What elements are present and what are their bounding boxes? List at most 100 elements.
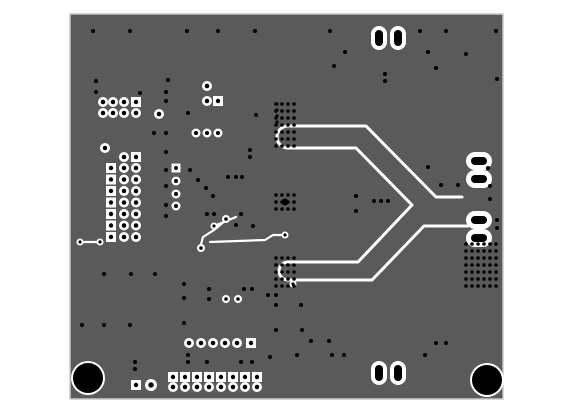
via-icon [133,367,137,371]
via-icon [488,270,492,274]
via-icon [386,199,390,203]
via-icon [274,328,278,332]
pad-hole [182,384,188,390]
pad-hole [133,110,139,116]
via-icon [488,184,492,188]
via-icon [464,52,468,56]
via-icon [280,123,284,127]
fork-outline-lower [286,224,470,282]
via-icon [133,360,137,364]
via-icon [250,287,254,291]
via-icon [94,90,98,94]
via-icon [275,120,279,124]
pad-hole [248,340,254,346]
pad-hole [133,154,139,160]
trace-mid-a [198,218,228,250]
via-icon [476,263,480,267]
pad-hole [121,200,127,205]
via-icon [286,144,290,148]
via-icon [470,284,474,288]
pad-hole [121,110,127,116]
via-icon [286,193,290,197]
via-icon [495,77,499,81]
via-icon [494,284,498,288]
via-icon [328,29,332,33]
pad-hole [78,240,82,244]
copper-fork-trace [275,124,470,282]
via-icon [286,207,290,211]
via-icon [295,353,299,357]
via-icon [286,123,290,127]
via-icon [286,137,290,141]
via-icon [482,256,486,260]
slot-hole [471,216,487,224]
copper-pour [69,13,504,400]
via-icon [280,263,284,267]
via-icon [274,293,278,297]
via-icon [94,79,98,83]
via-icon [292,130,296,134]
via-icon [482,284,486,288]
via-icon [464,242,468,246]
via-icon [434,66,438,70]
via-icon [286,130,290,134]
pad-hole [110,99,116,105]
slot-hole [471,175,487,183]
pad-hole [230,384,236,390]
slot-hole [471,234,487,242]
via-icon [91,29,95,33]
via-icon [268,355,272,359]
via-icon [486,166,490,170]
via-icon [240,175,244,179]
pad-hole [148,382,154,388]
via-icon [186,353,190,357]
slot-hole [394,365,402,381]
via-icon [482,277,486,281]
pad-hole [194,374,200,380]
pad-hole [215,98,221,104]
via-icon [470,263,474,267]
via-icon [275,114,279,118]
via-icon [309,339,313,343]
via-icon [216,29,220,33]
pad-hole [108,234,114,240]
via-icon [292,284,296,288]
via-icon [274,270,278,274]
via-icon [488,249,492,253]
pad-hole [133,234,139,240]
via-icon [495,218,499,222]
via-icon [476,249,480,253]
via-icon [196,178,200,182]
pad-hole [133,177,139,182]
via-icon [286,109,290,113]
via-icon [102,272,106,276]
via-icon [488,263,492,267]
via-icon [211,194,215,198]
via-icon [102,323,106,327]
via-icon [274,207,278,211]
pad-hole [121,234,127,240]
via-icon [182,321,186,325]
via-icon [426,50,430,54]
pad-hole [173,178,179,184]
via-icon [464,256,468,260]
via-icon [494,29,498,33]
pad-hole [133,165,139,171]
via-icon [383,79,387,83]
via-icon [292,207,296,211]
via-icon [286,256,290,260]
pad-hole [121,211,127,217]
pad-hole [254,374,260,380]
pad-hole [133,223,139,228]
via-icon [274,303,278,307]
fork-cap-top [275,124,290,150]
via-icon [164,168,168,172]
pad-hole [206,374,212,380]
via-icon [342,353,346,357]
via-icon [464,277,468,281]
via-icon [182,296,186,300]
via-icon [128,29,132,33]
slot-hole [375,30,383,46]
via-icon [164,90,168,94]
